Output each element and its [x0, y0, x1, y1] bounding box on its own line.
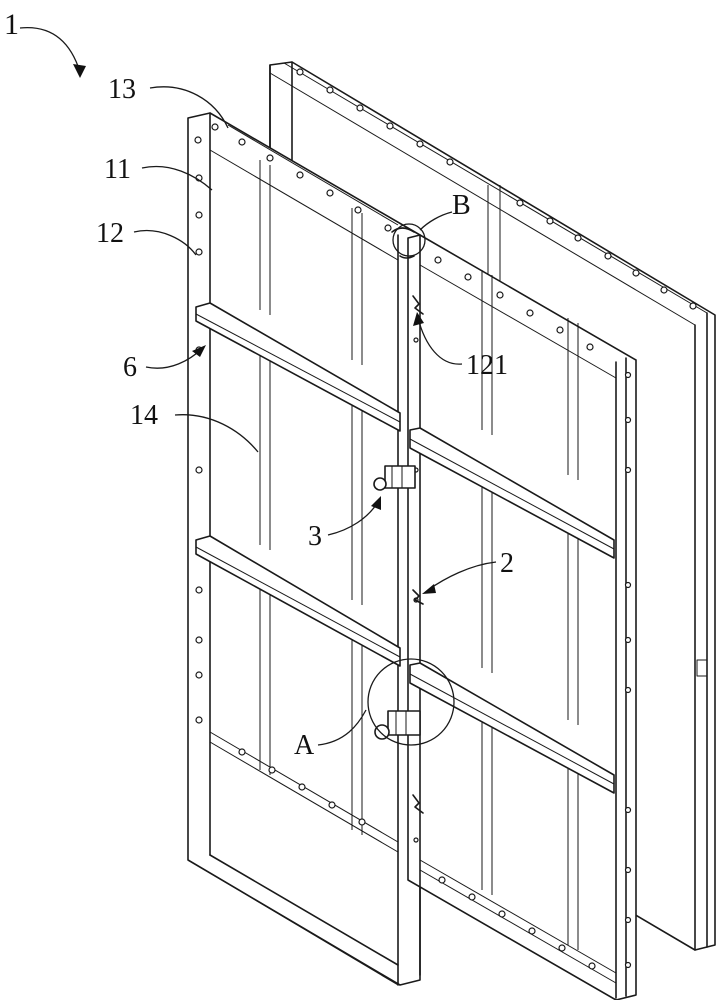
- label-crossbar: 6: [123, 352, 137, 383]
- leader-1-arrow: [73, 64, 86, 78]
- label-hole: 121: [466, 350, 508, 381]
- leader-1: [20, 28, 80, 72]
- front-right-panel: [408, 235, 636, 1000]
- leader-12: [134, 231, 196, 255]
- label-detail-b: B: [452, 190, 471, 221]
- label-assembly: 1: [4, 8, 19, 41]
- label-hook: 2: [500, 548, 514, 579]
- label-panel-face: 11: [104, 154, 131, 185]
- label-side-frame: 12: [96, 218, 124, 249]
- label-rib: 14: [130, 400, 158, 431]
- label-detail-a: A: [294, 730, 315, 761]
- label-end-plate: 13: [108, 74, 136, 105]
- label-lock: 3: [308, 521, 322, 552]
